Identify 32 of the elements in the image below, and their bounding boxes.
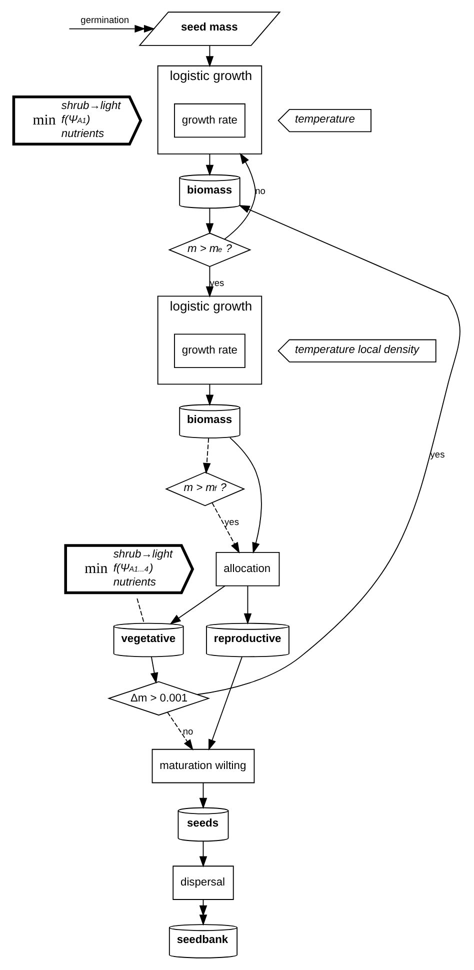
arrow [229,437,262,554]
arrow [202,438,211,474]
edge-label: no [255,186,266,196]
arrow [208,656,242,751]
arrow [68,24,146,33]
arrow [244,586,252,625]
node-box: growth rate [174,103,246,138]
edge-label: yes [430,449,445,460]
arrow [206,153,214,176]
node-box: allocation [216,552,280,586]
edge-label: yes [224,517,239,528]
arrow [199,840,208,868]
edge-label: no [182,726,194,737]
arrow [196,204,460,695]
node-box: dispersal [172,866,234,900]
arrow [206,208,214,234]
node-diamond: Δm > 0.001 [107,681,210,716]
node-diamond: m > me ? [168,232,252,268]
arrow [170,585,226,624]
arrow [206,45,214,68]
arrow [224,152,256,240]
node-box: maturation wilting [152,748,255,784]
arrow [206,266,214,298]
connector [136,598,145,624]
node-box: growth rate [174,334,246,368]
edge-label: germination [80,15,130,26]
arrow [167,712,194,751]
arrow [150,656,158,684]
arrow [206,384,214,406]
node-diamond: m > mf ? [164,472,246,506]
arrow [199,782,208,810]
arrow [212,502,240,554]
